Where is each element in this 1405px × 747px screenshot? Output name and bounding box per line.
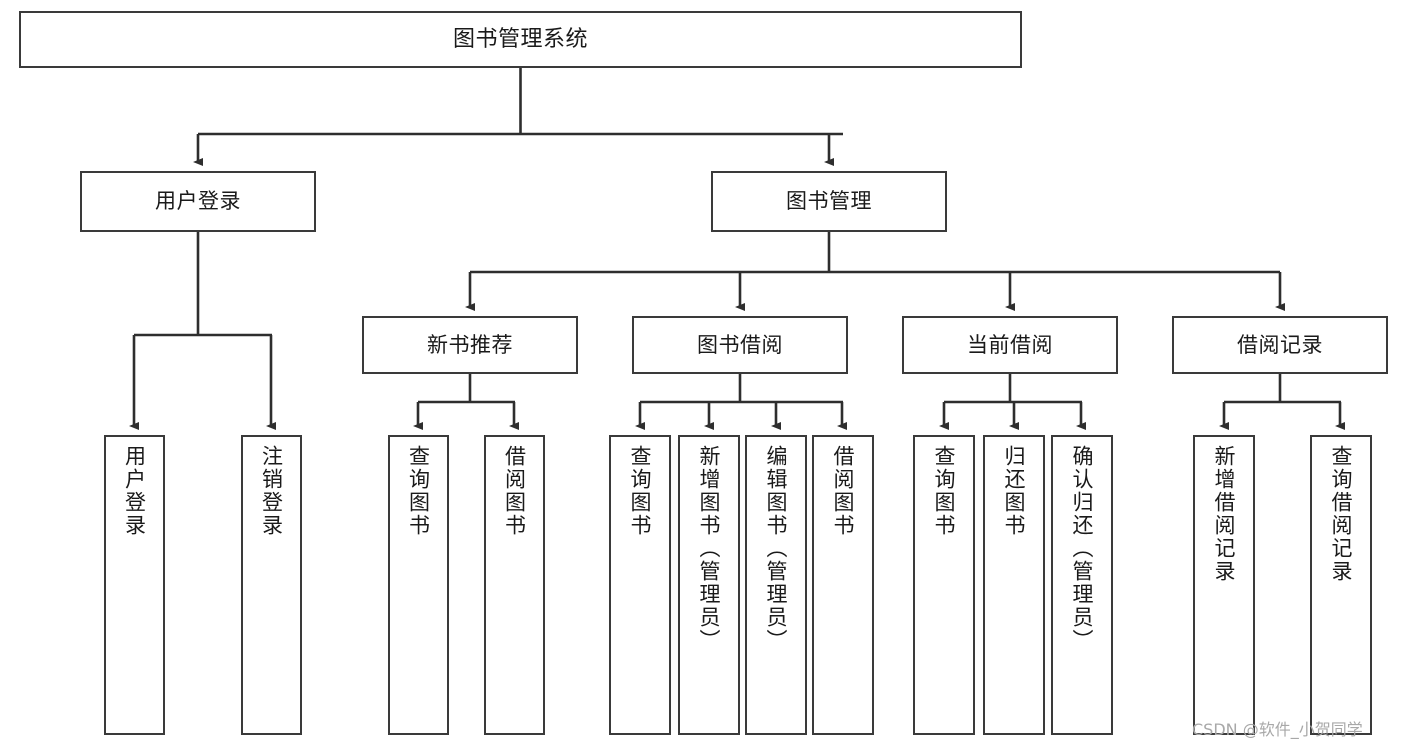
- node-book-borrow-label: 图书借阅: [697, 332, 783, 357]
- node-leaf-query-book-2[interactable]: 查询图书: [609, 435, 671, 735]
- node-leaf-query-borrow-record-label: 查询借阅记录: [1329, 445, 1354, 583]
- node-root-label: 图书管理系统: [452, 26, 588, 52]
- node-leaf-edit-book-admin-label: 编辑图书（管理员）: [764, 445, 789, 652]
- node-leaf-query-book-2-label: 查询图书: [628, 445, 653, 537]
- node-leaf-add-book-admin-label: 新增图书（管理员）: [697, 445, 722, 652]
- node-leaf-user-login-label: 用户登录: [122, 445, 147, 537]
- node-new-book-recommend[interactable]: 新书推荐: [362, 316, 578, 374]
- node-leaf-return-book-label: 归还图书: [1002, 445, 1027, 537]
- watermark: CSDN @软件_小贺同学: [1192, 720, 1363, 739]
- node-leaf-borrow-book-1[interactable]: 借阅图书: [484, 435, 545, 735]
- node-leaf-user-login[interactable]: 用户登录: [104, 435, 165, 735]
- node-leaf-borrow-book-1-label: 借阅图书: [502, 445, 527, 537]
- node-book-management[interactable]: 图书管理: [711, 171, 947, 232]
- node-current-borrow[interactable]: 当前借阅: [902, 316, 1118, 374]
- node-leaf-user-logout-label: 注销登录: [259, 445, 284, 537]
- node-leaf-borrow-book-2[interactable]: 借阅图书: [812, 435, 874, 735]
- node-leaf-confirm-return-admin[interactable]: 确认归还（管理员）: [1051, 435, 1113, 735]
- node-root[interactable]: 图书管理系统: [19, 11, 1022, 68]
- node-leaf-confirm-return-admin-label: 确认归还（管理员）: [1070, 445, 1095, 652]
- node-current-borrow-label: 当前借阅: [967, 332, 1053, 357]
- node-leaf-edit-book-admin[interactable]: 编辑图书（管理员）: [745, 435, 807, 735]
- node-leaf-query-book-1[interactable]: 查询图书: [388, 435, 449, 735]
- node-leaf-return-book[interactable]: 归还图书: [983, 435, 1045, 735]
- node-leaf-query-book-3-label: 查询图书: [932, 445, 957, 537]
- node-new-book-recommend-label: 新书推荐: [427, 332, 513, 357]
- node-user-login-label: 用户登录: [155, 189, 241, 214]
- node-leaf-query-book-3[interactable]: 查询图书: [913, 435, 975, 735]
- node-leaf-add-borrow-record[interactable]: 新增借阅记录: [1193, 435, 1255, 735]
- node-book-borrow[interactable]: 图书借阅: [632, 316, 848, 374]
- node-leaf-query-book-1-label: 查询图书: [406, 445, 431, 537]
- node-leaf-borrow-book-2-label: 借阅图书: [831, 445, 856, 537]
- node-leaf-user-logout[interactable]: 注销登录: [241, 435, 302, 735]
- node-book-management-label: 图书管理: [786, 189, 872, 214]
- node-leaf-add-borrow-record-label: 新增借阅记录: [1212, 445, 1237, 583]
- node-leaf-add-book-admin[interactable]: 新增图书（管理员）: [678, 435, 740, 735]
- node-borrow-record[interactable]: 借阅记录: [1172, 316, 1388, 374]
- node-user-login[interactable]: 用户登录: [80, 171, 316, 232]
- node-leaf-query-borrow-record[interactable]: 查询借阅记录: [1310, 435, 1372, 735]
- node-borrow-record-label: 借阅记录: [1237, 332, 1323, 357]
